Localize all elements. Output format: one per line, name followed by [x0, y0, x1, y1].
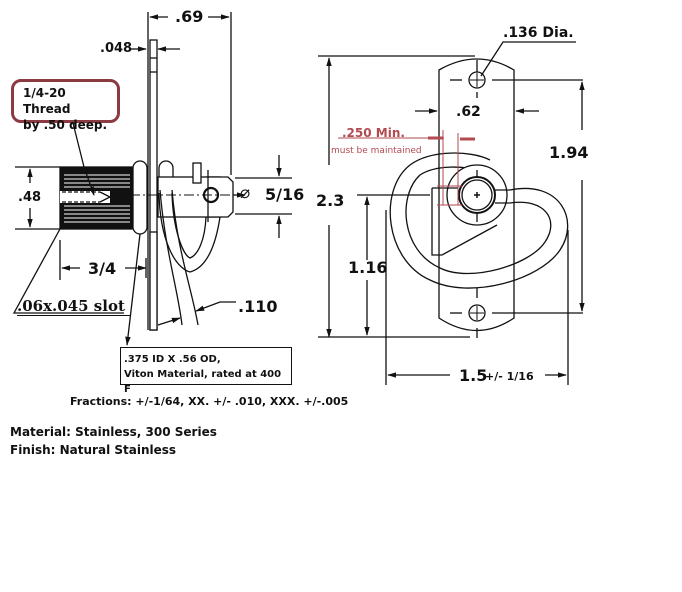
clearance-markings — [338, 130, 475, 206]
diameter-symbol: ⌀ — [240, 183, 251, 203]
dim-knob-diameter: .48 — [18, 190, 42, 205]
thread-callout-line1: 1/4-20 Thread — [23, 86, 71, 116]
dim-overall-height: 2.3 — [316, 191, 345, 210]
side-view — [12, 12, 292, 346]
dim-pin-diameter: 5/16 — [265, 185, 305, 204]
dim-knob-length: 3/4 — [88, 259, 117, 278]
oring-callout-line2: Viton Material, rated at 400 F — [124, 369, 282, 395]
clearance-text: must be maintained — [331, 146, 422, 156]
clearance-value: .250 Min. — [342, 126, 405, 140]
dim-overall-length: .69 — [175, 7, 204, 26]
slot-callout: .06x.045 slot — [17, 297, 131, 316]
material-note: Material: Stainless, 300 Series — [10, 425, 217, 439]
front-view — [318, 41, 585, 385]
dim-overall-width: 1.5 — [459, 366, 488, 385]
oring-callout-line1: .375 ID X .56 OD, — [124, 354, 221, 365]
dim-hole-spacing: 1.94 — [549, 143, 589, 162]
dim-overall-width-tolerance: +/- 1/16 — [485, 370, 534, 383]
dim-plate-width: .62 — [456, 104, 481, 120]
thread-callout-line2: by .50 deep. — [23, 118, 108, 132]
oring-callout: .375 ID X .56 OD, Viton Material, rated … — [120, 347, 292, 395]
dim-hole-diameter: .136 Dia. — [503, 25, 574, 41]
dim-ring-wire: .110 — [238, 297, 278, 316]
thread-callout: 1/4-20 Thread by .50 deep. — [11, 79, 120, 132]
dim-pin-height: 1.16 — [348, 258, 388, 277]
dim-plate-thickness: .048 — [100, 41, 133, 56]
finish-note: Finish: Natural Stainless — [10, 443, 177, 457]
tolerance-note: Fractions: +/-1/64, XX. +/- .010, XXX. +… — [70, 395, 349, 408]
